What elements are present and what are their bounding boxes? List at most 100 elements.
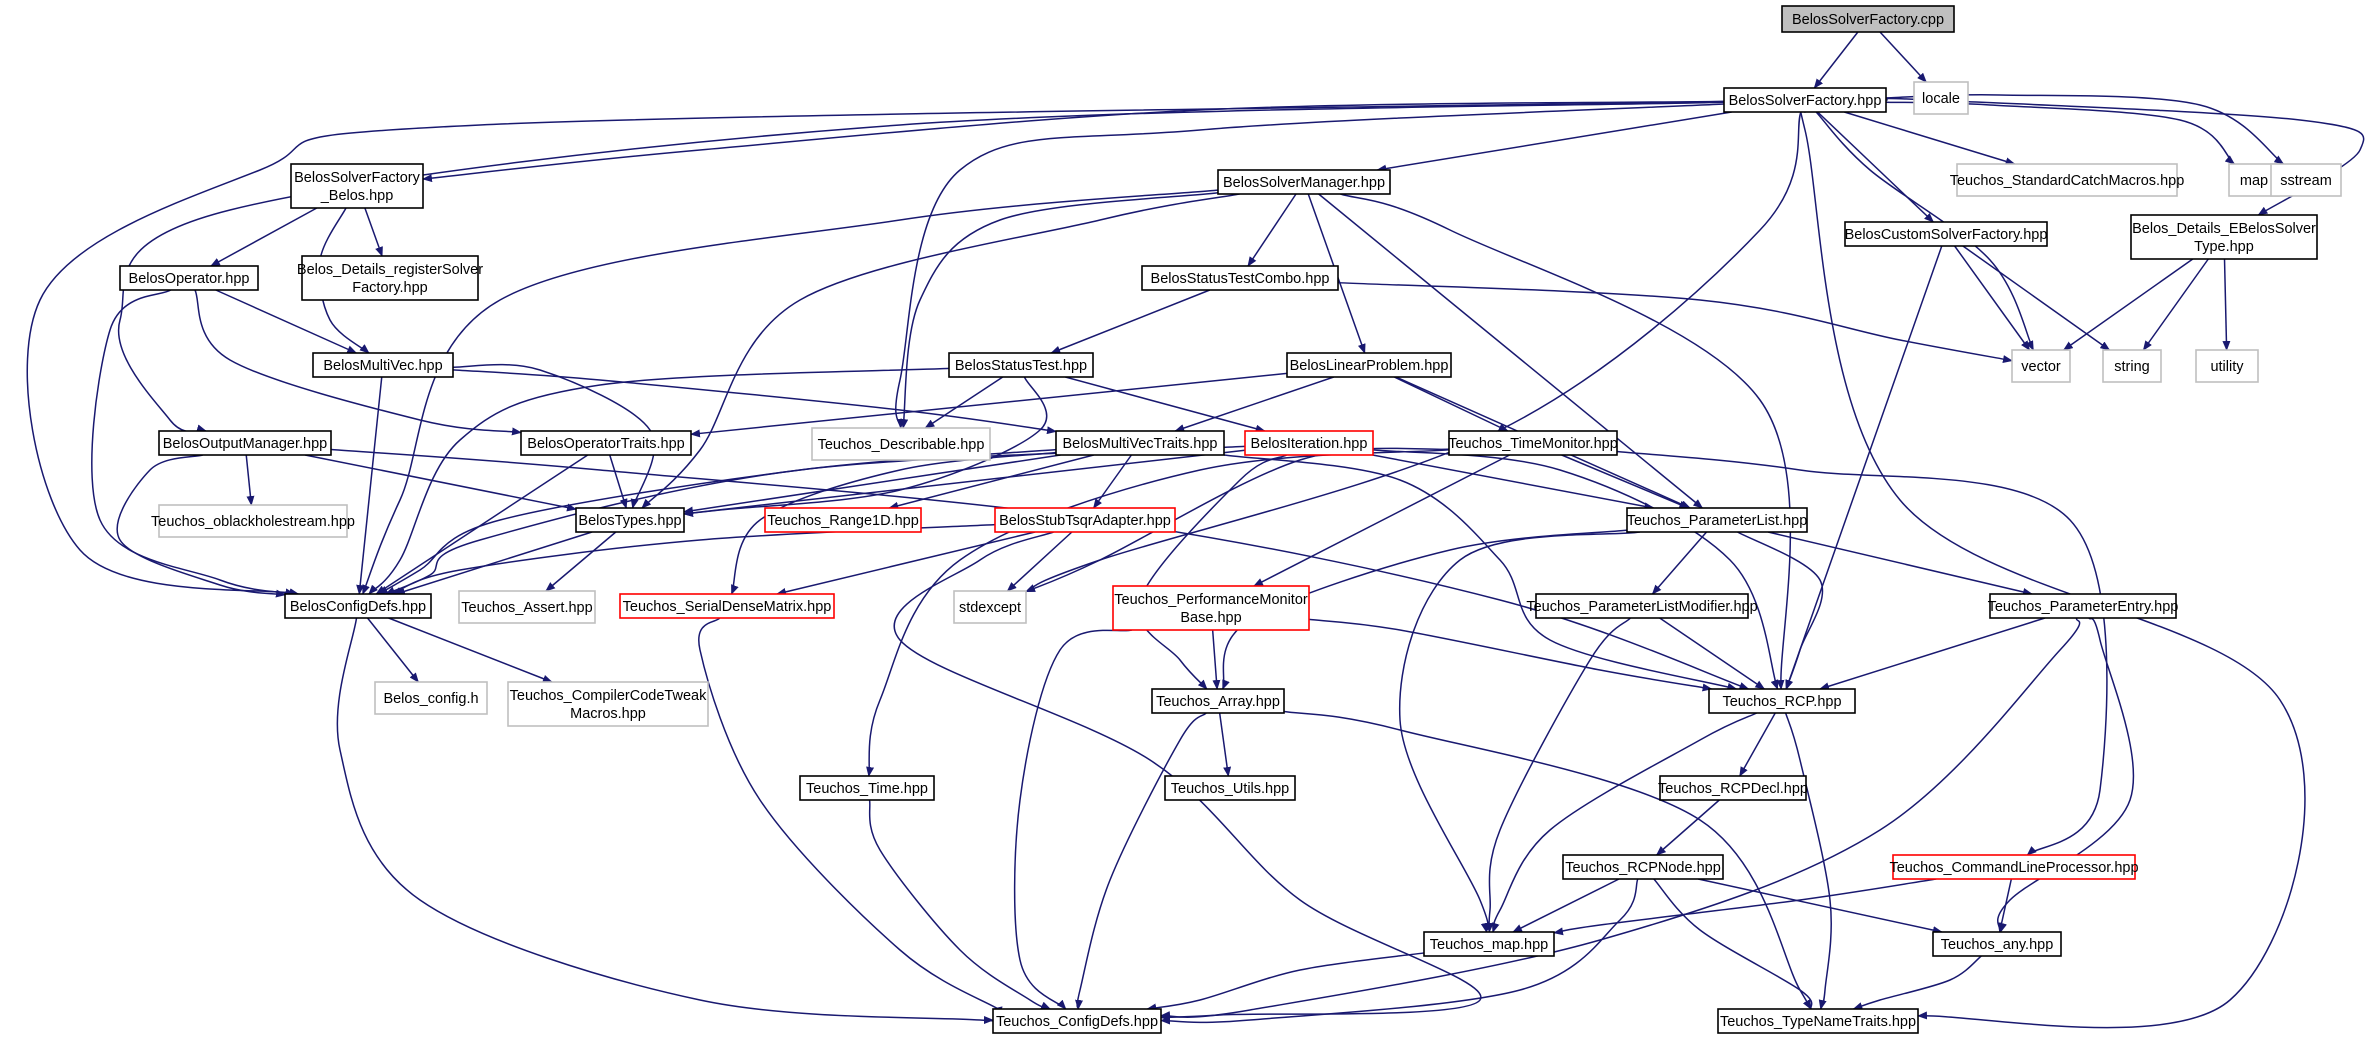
node-tclp[interactable]: Teuchos_CommandLineProcessor.hpp [1889, 854, 2139, 880]
edge-root-to-bsf [1813, 31, 1859, 89]
node-trcp[interactable]: Teuchos_RCP.hpp [1708, 688, 1856, 714]
node-box [948, 352, 1094, 378]
edge-line [690, 372, 1288, 438]
node-bom[interactable]: BelosOutputManager.hpp [158, 430, 332, 456]
edge-tarray-to-tutils [1218, 712, 1232, 777]
node-bcd[interactable]: BelosConfigDefs.hpp [284, 593, 432, 619]
node-vector[interactable]: vector [2011, 349, 2071, 383]
node-bst[interactable]: BelosStatusTest.hpp [948, 352, 1094, 378]
edge-line [683, 454, 1061, 515]
node-box [1141, 265, 1339, 291]
node-label: BelosSolverFactory.hpp [1729, 93, 1882, 109]
node-label: Teuchos_CompilerCodeTweak [510, 688, 707, 704]
node-label: Teuchos_TypeNameTraits.hpp [1720, 1014, 1916, 1030]
node-bcsf[interactable]: BelosCustomSolverFactory.hpp [1844, 221, 2048, 247]
edge-tpl-to-tpe [1767, 531, 2033, 596]
node-sstream[interactable]: sstream [2270, 163, 2342, 197]
node-bmvt[interactable]: BelosMultiVecTraits.hpp [1055, 430, 1225, 456]
node-ttime[interactable]: Teuchos_Time.hpp [799, 775, 935, 801]
node-root[interactable]: BelosSolverFactory.cpp [1781, 5, 1955, 33]
node-tutils[interactable]: Teuchos_Utils.hpp [1164, 775, 1296, 801]
edge-line [1815, 111, 2034, 351]
edge-line [1160, 878, 1639, 1025]
node-box [1286, 352, 1452, 378]
edge-line [362, 189, 1219, 595]
edge-line [730, 451, 1057, 595]
edge-tclp-to-tany [1997, 878, 2013, 933]
node-string[interactable]: string [2102, 349, 2162, 383]
node-label: Teuchos_ConfigDefs.hpp [996, 1014, 1158, 1030]
edge-tsdm-to-tcd [698, 617, 1007, 1015]
edge-line [1050, 289, 1211, 354]
edge-line [1160, 617, 2081, 1020]
node-btypes[interactable]: BelosTypes.hpp [575, 507, 685, 533]
node-box [1659, 775, 1807, 801]
node-tsdm[interactable]: Teuchos_SerialDenseMatrix.hpp [619, 593, 835, 619]
edge-bopt-to-bcd [375, 454, 589, 595]
node-label: utility [2210, 359, 2244, 375]
edge-tplm-to-tmap [1485, 617, 1631, 933]
node-tarray[interactable]: Teuchos_Array.hpp [1151, 688, 1285, 714]
node-trcpnode[interactable]: Teuchos_RCPNode.hpp [1562, 854, 1724, 880]
edge-line [364, 207, 383, 257]
edge-line [245, 454, 255, 506]
node-bsfb[interactable]: BelosSolverFactory_Belos.hpp [290, 163, 424, 209]
node-label: vector [2021, 359, 2061, 375]
node-ttm[interactable]: Teuchos_TimeMonitor.hpp [1448, 430, 1618, 456]
node-blp[interactable]: BelosLinearProblem.hpp [1286, 352, 1452, 378]
node-utility[interactable]: utility [2195, 349, 2259, 383]
node-bstc[interactable]: BelosStatusTestCombo.hpp [1141, 265, 1339, 291]
edge-line [210, 207, 318, 267]
node-bit[interactable]: BelosIteration.hpp [1244, 430, 1374, 456]
node-scm[interactable]: Teuchos_StandardCatchMacros.hpp [1950, 163, 2185, 197]
node-tmap[interactable]: Teuchos_map.hpp [1423, 931, 1555, 957]
node-label: BelosOutputManager.hpp [163, 436, 327, 452]
edge-blp-to-ttm [1393, 376, 1509, 432]
edge-line [1784, 712, 1832, 1010]
edge-tpe-to-tcd [1160, 617, 2081, 1020]
node-tplm[interactable]: Teuchos_ParameterListModifier.hpp [1526, 593, 1758, 619]
edge-bdeb-to-vector [2062, 258, 2194, 351]
node-tassert[interactable]: Teuchos_Assert.hpp [458, 590, 596, 624]
edge-line [2142, 258, 2209, 351]
edge-line [366, 617, 419, 683]
edge-line [1813, 31, 1859, 89]
node-tpl[interactable]: Teuchos_ParameterList.hpp [1626, 507, 1808, 533]
node-box [458, 590, 596, 624]
node-box [1932, 931, 2062, 957]
node-tcd[interactable]: Teuchos_ConfigDefs.hpp [992, 1008, 1162, 1034]
node-ttnt[interactable]: Teuchos_TypeNameTraits.hpp [1717, 1008, 1919, 1034]
node-bopt[interactable]: BelosOperatorTraits.hpp [520, 430, 692, 456]
node-tobh[interactable]: Teuchos_oblackholestream.hpp [151, 504, 355, 538]
node-bmv[interactable]: BelosMultiVec.hpp [312, 352, 454, 378]
edge-bsm-to-bstc [1247, 193, 1297, 267]
edge-line [1211, 629, 1221, 690]
edge-line [1819, 617, 2046, 691]
edge-bmvt-to-trcp [1223, 454, 1738, 691]
node-stdexcept[interactable]: stdexcept [953, 590, 1027, 624]
node-bconfh[interactable]: Belos_config.h [374, 681, 488, 715]
node-bsf[interactable]: BelosSolverFactory.hpp [1723, 87, 1887, 113]
node-tr1d[interactable]: Teuchos_Range1D.hpp [764, 507, 922, 533]
node-box [619, 593, 835, 619]
node-bop[interactable]: BelosOperator.hpp [119, 265, 259, 291]
edge-btypes-to-tassert [545, 531, 617, 592]
edge-line [194, 289, 522, 436]
node-bsta[interactable]: BelosStubTsqrAdapter.hpp [994, 507, 1176, 533]
edge-line [1065, 376, 1266, 433]
edge-line [336, 617, 1006, 1025]
node-tany[interactable]: Teuchos_any.hpp [1932, 931, 2062, 957]
node-label: BelosCustomSolverFactory.hpp [1845, 227, 2048, 243]
node-trcpdecl[interactable]: Teuchos_RCPDecl.hpp [1658, 775, 1808, 801]
node-bsm[interactable]: BelosSolverManager.hpp [1217, 169, 1391, 195]
node-locale[interactable]: locale [1913, 81, 1969, 115]
node-tdesc[interactable]: Teuchos_Describable.hpp [811, 427, 991, 461]
edge-line [1997, 878, 2013, 933]
edge-tclp-to-tmap [1553, 878, 1937, 936]
node-tpe[interactable]: Teuchos_ParameterEntry.hpp [1988, 593, 2179, 619]
edge-line [1844, 111, 2016, 166]
